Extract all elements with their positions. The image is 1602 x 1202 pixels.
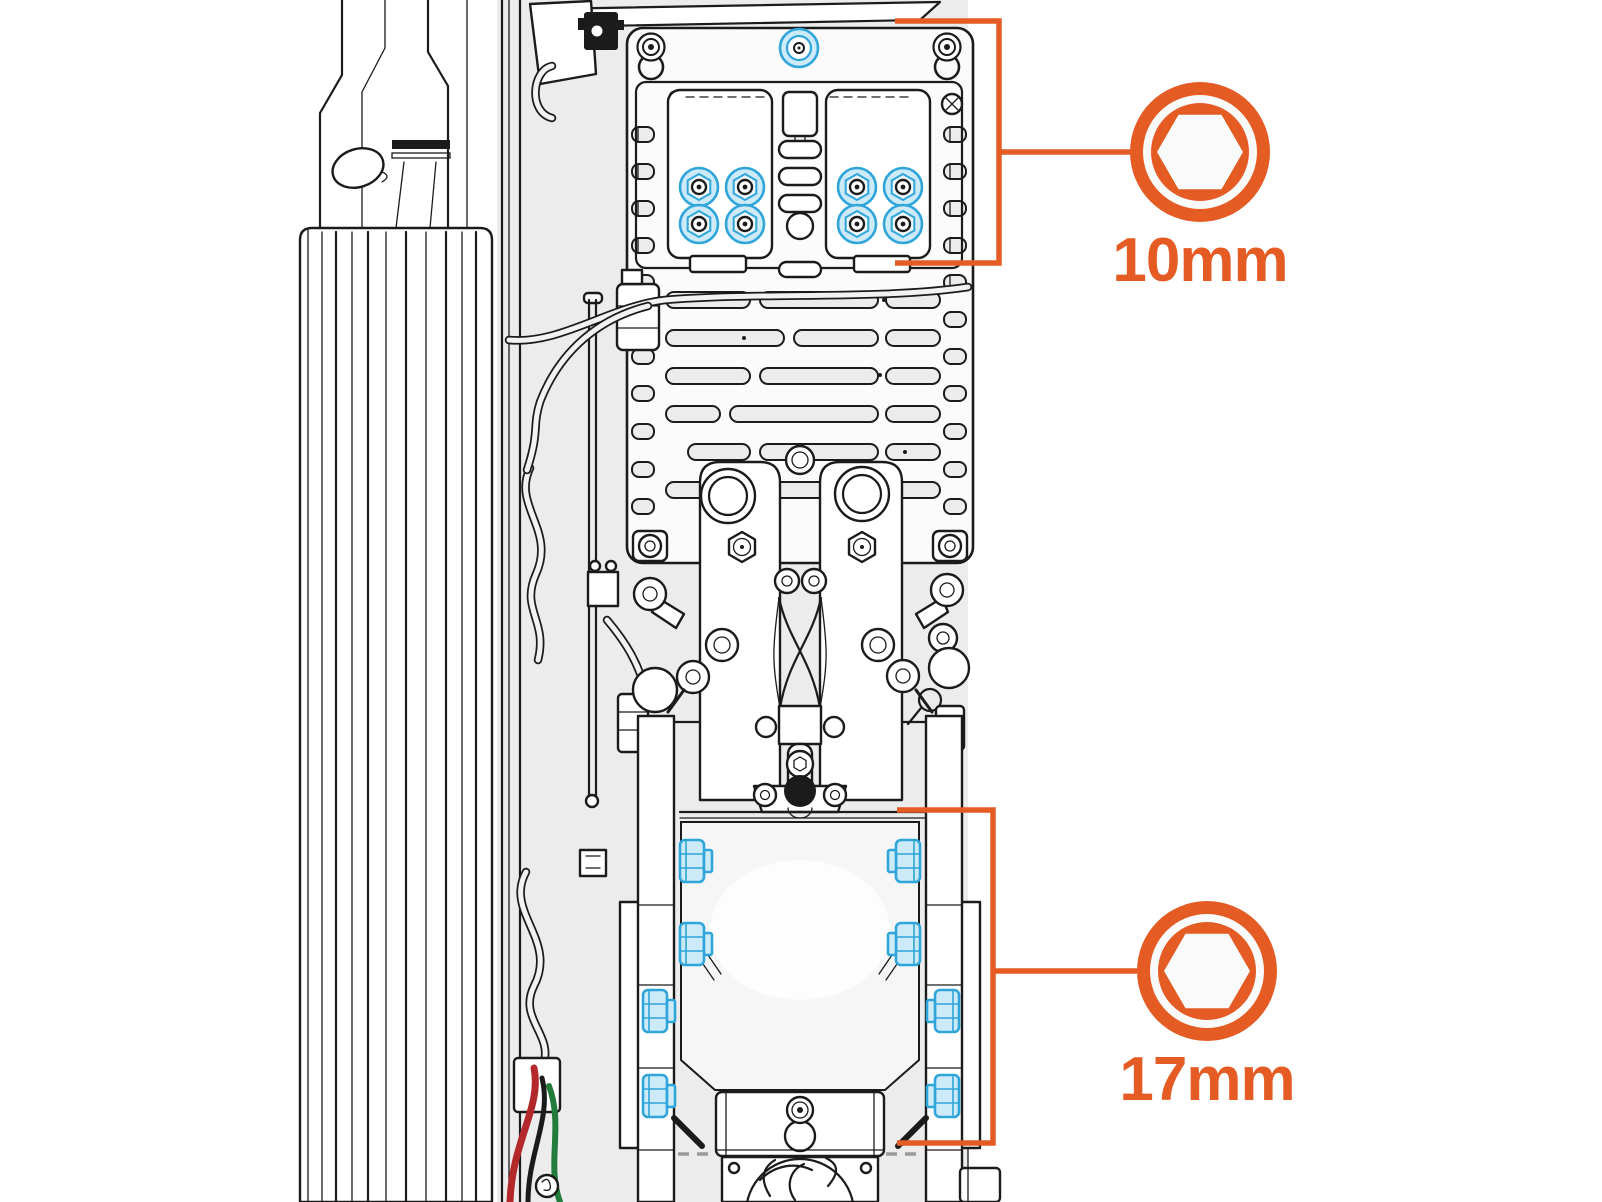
- highlighted-nut: [836, 203, 878, 245]
- highlighted-nut: [678, 166, 720, 208]
- highlighted-nut: [882, 203, 924, 245]
- lower-mount-bracket: [618, 714, 1002, 1202]
- bracket-17mm: [897, 807, 996, 1146]
- hex-socket-icon: [1137, 901, 1277, 1041]
- highlighted-nut: [724, 203, 766, 245]
- highlighted-nut: [882, 166, 924, 208]
- busbar-assembly: [631, 444, 971, 819]
- vent-grille: [665, 291, 941, 499]
- heatsink-fins: [298, 226, 494, 1202]
- callout-17mm: 17mm: [897, 807, 1296, 1146]
- highlighted-nut: [778, 27, 820, 69]
- center-pillar: [777, 90, 823, 279]
- highlighted-nuts-10mm: [678, 27, 924, 245]
- hex-socket-icon: [1130, 82, 1270, 222]
- inlet-duct: [318, 0, 468, 230]
- cooling-fan: [714, 1090, 886, 1202]
- bracket-10mm: [895, 18, 1002, 266]
- socket-size-label: 10mm: [1112, 226, 1287, 295]
- socket-size-label: 17mm: [1119, 1045, 1294, 1114]
- red-wire: [506, 1064, 539, 1202]
- highlighted-nut: [836, 166, 878, 208]
- callout-10mm: 10mm: [895, 18, 1289, 295]
- frame-rail: [500, 0, 624, 1202]
- highlighted-nut: [678, 203, 720, 245]
- black-wire: [525, 1075, 547, 1202]
- highlighted-nut: [724, 166, 766, 208]
